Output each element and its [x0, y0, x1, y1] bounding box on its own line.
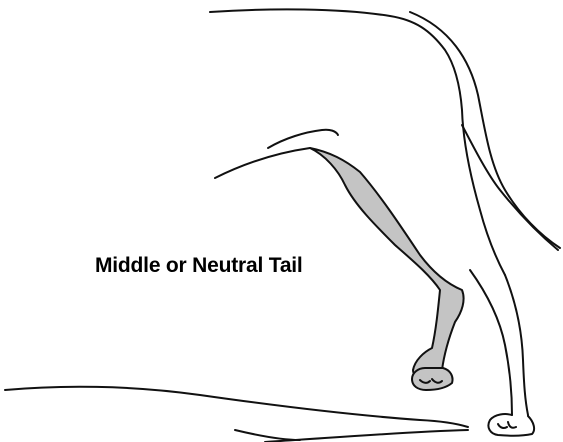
tail-base-curve — [215, 148, 310, 178]
tail-top-curve — [268, 130, 338, 148]
back-outline — [210, 9, 505, 275]
rump-outline — [410, 12, 560, 248]
rear-paw — [488, 414, 534, 436]
belly-line — [5, 387, 468, 427]
diagram-caption: Middle or Neutral Tail — [95, 253, 303, 279]
hock-line — [470, 270, 512, 415]
thigh-line — [505, 275, 528, 415]
lower-belly-line — [235, 430, 300, 440]
rump-inner-outline — [462, 125, 558, 250]
neutral-tail-shape — [310, 148, 464, 382]
lower-belly-line-2 — [265, 430, 468, 442]
rear-paw-toes — [498, 422, 516, 428]
